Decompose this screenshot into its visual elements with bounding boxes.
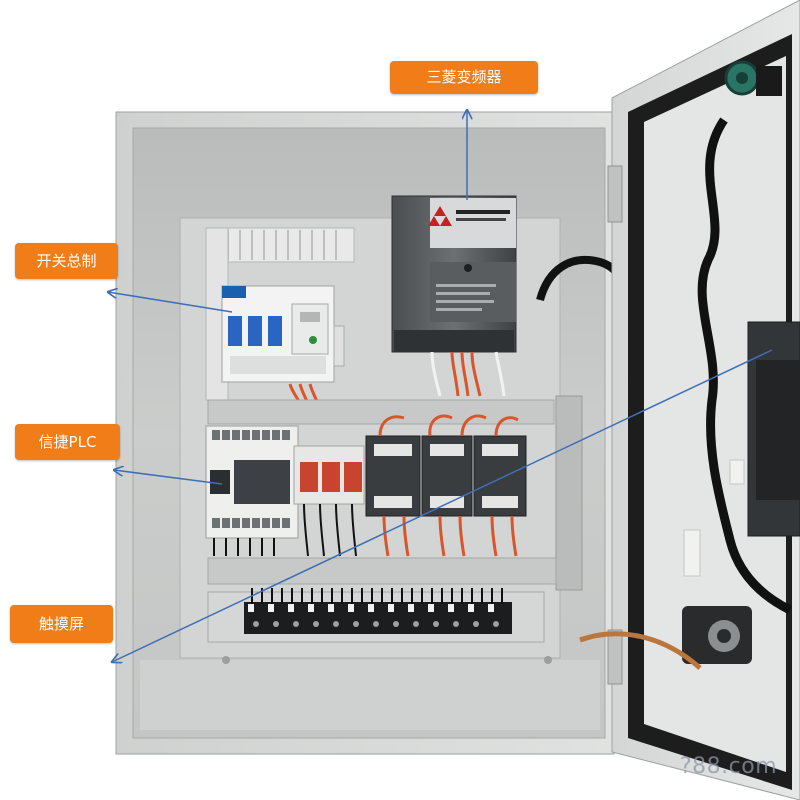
callout-plc: 信捷PLC [15, 424, 120, 460]
pointer-touchscreen [112, 349, 773, 662]
xinje-plc [205, 425, 299, 556]
callout-inverter: 三菱变频器 [390, 61, 538, 94]
din-rail-middle [207, 395, 583, 591]
pointer-plc [114, 470, 223, 485]
contactors [365, 414, 527, 557]
pointer-lines [108, 110, 773, 662]
relay-modules [293, 445, 365, 557]
cabinet-door [579, 0, 800, 800]
main-switch-breaker [221, 285, 345, 405]
callout-main-switch: 开关总制 [15, 243, 118, 279]
pointer-main-switch [108, 292, 233, 313]
din-rail-lower [207, 557, 557, 585]
cabinet-body [115, 111, 615, 755]
watermark-text: ?88.com [680, 754, 778, 779]
terminal-block [207, 588, 545, 643]
mitsubishi-inverter [391, 195, 517, 397]
callout-touchscreen: 触摸屏 [10, 605, 113, 643]
